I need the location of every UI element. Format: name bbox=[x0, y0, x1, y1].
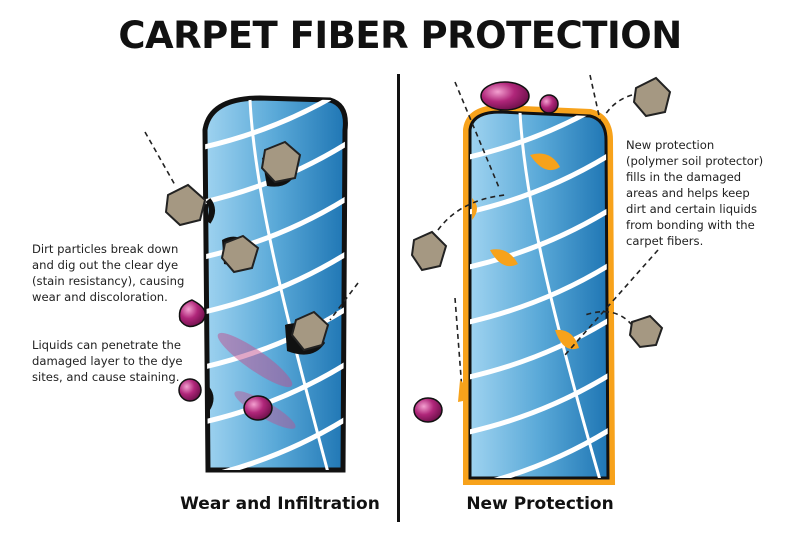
note-line: damaged layer to the dye bbox=[32, 354, 183, 368]
note-line: and dig out the clear dye bbox=[32, 258, 179, 272]
note-line: from bonding with the bbox=[626, 218, 755, 232]
panel-divider bbox=[397, 74, 400, 522]
liquid-note: Liquids can penetrate the damaged layer … bbox=[32, 337, 183, 385]
trajectory-lines-left bbox=[144, 131, 359, 321]
right-caption: New Protection bbox=[466, 494, 614, 514]
protection-note: New protection (polymer soil protector) … bbox=[626, 137, 763, 249]
wear-note: Dirt particles break down and dig out th… bbox=[32, 241, 184, 305]
note-line: Dirt particles break down bbox=[32, 242, 179, 256]
dirt-particles-left bbox=[164, 140, 330, 352]
note-line: (polymer soil protector) bbox=[626, 154, 764, 168]
note-line: fills in the damaged bbox=[626, 170, 742, 184]
note-line: New protection bbox=[626, 138, 715, 152]
note-line: carpet fibers. bbox=[626, 234, 704, 248]
note-line: Liquids can penetrate the bbox=[32, 338, 181, 352]
note-line: sites, and cause staining. bbox=[32, 370, 180, 384]
protected-fiber bbox=[463, 104, 616, 485]
left-caption: Wear and Infiltration bbox=[180, 494, 380, 514]
diagram-title: CARPET FIBER PROTECTION bbox=[118, 14, 682, 57]
note-line: areas and helps keep bbox=[626, 186, 750, 200]
note-line: (stain resistancy), causing bbox=[32, 274, 185, 288]
note-line: wear and discoloration. bbox=[32, 290, 168, 304]
trajectory-lines-right bbox=[437, 74, 659, 391]
dirt-particles-right bbox=[410, 76, 672, 349]
liquid-droplets-left bbox=[178, 299, 273, 421]
worn-fiber bbox=[202, 95, 348, 473]
note-line: dirt and certain liquids bbox=[626, 202, 758, 216]
liquid-droplets-right bbox=[413, 81, 559, 423]
